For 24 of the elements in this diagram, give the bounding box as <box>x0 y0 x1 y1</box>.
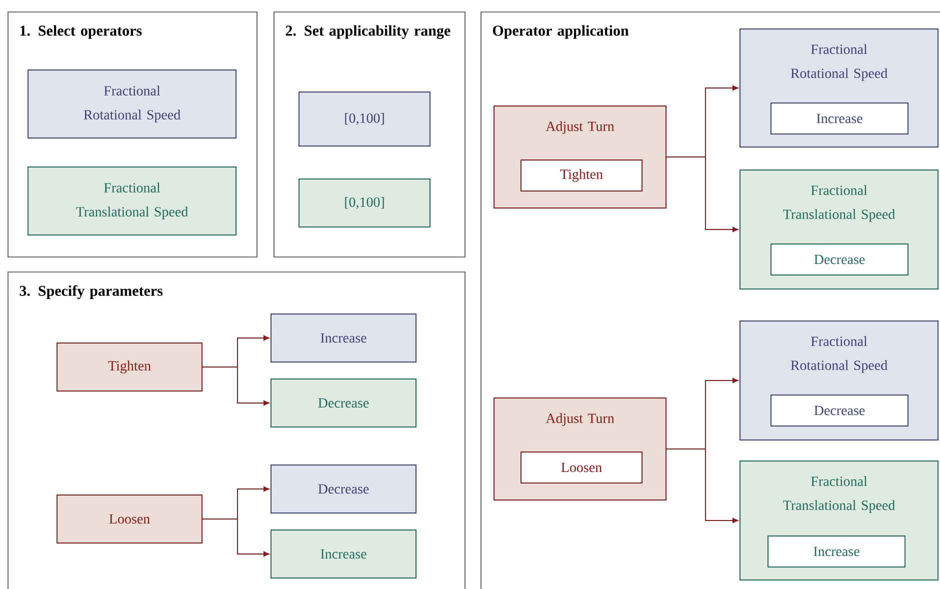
value-box: Tighten <box>520 160 642 192</box>
value-box: Increase <box>770 102 908 134</box>
parameter-box: Increase <box>270 314 416 362</box>
value-box: Loosen <box>520 452 642 484</box>
parameter-box: Decrease <box>270 378 416 428</box>
arrow <box>202 518 270 557</box>
panel-heading: 2. Set applicability range <box>286 25 450 39</box>
parameter-box: Loosen <box>56 494 202 544</box>
panel-heading: 3. Specify parameters <box>20 285 163 299</box>
parameter-box: [0,100] <box>298 178 430 228</box>
arrow <box>202 366 270 406</box>
arrow <box>666 448 738 524</box>
parameter-box: Tighten <box>56 342 202 392</box>
parameter-box: Fractional Rotational Speed <box>28 70 236 138</box>
parameter-box: Increase <box>270 530 416 578</box>
value-box: Increase <box>768 536 906 568</box>
parameter-box: [0,100] <box>298 92 430 146</box>
value-box: Decrease <box>770 244 908 276</box>
panel-heading: Operator application <box>492 25 629 39</box>
parameter-box: Decrease <box>270 464 416 514</box>
arrow <box>666 156 738 232</box>
parameter-box: Fractional Translational Speed <box>28 166 236 236</box>
panel-heading: 1. Select operators <box>20 25 142 39</box>
value-box: Decrease <box>770 394 908 426</box>
